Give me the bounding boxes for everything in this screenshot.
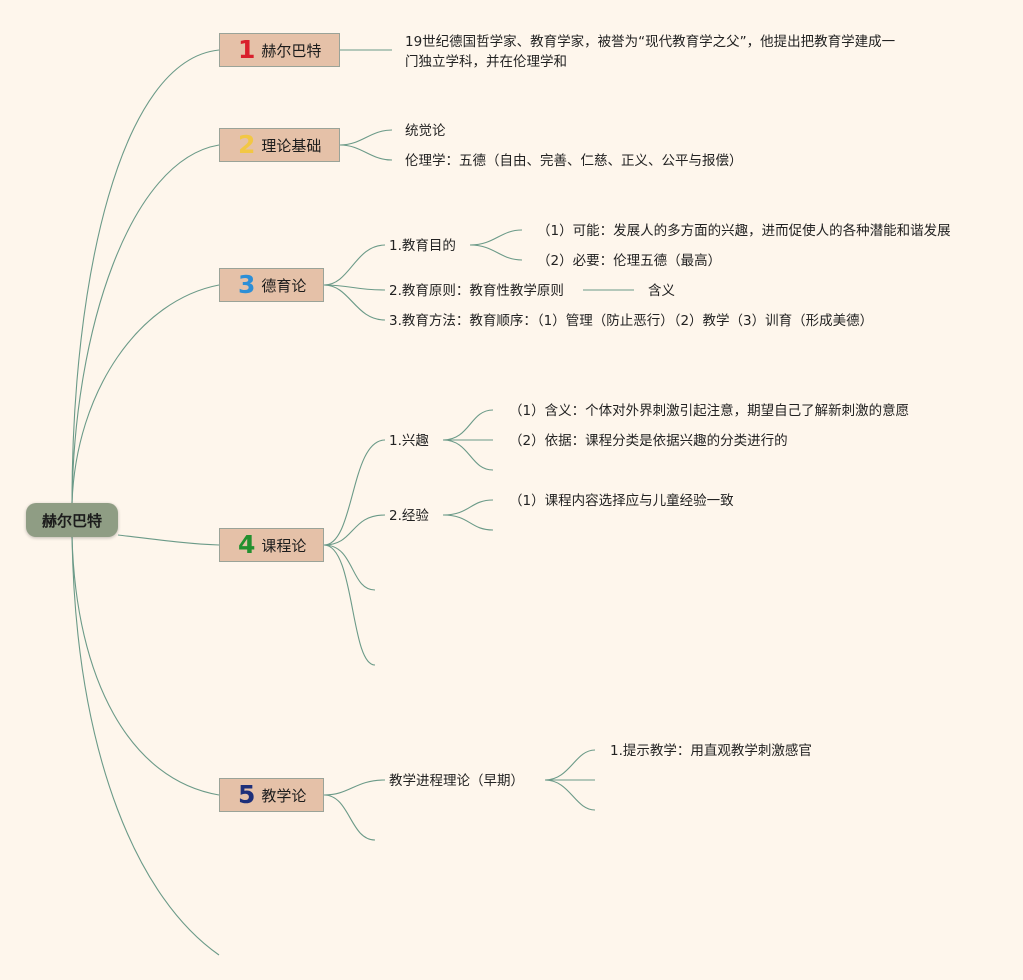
ethics-item: 伦理学：五德（自由、完善、仁慈、正义、公平与报偿） — [405, 153, 743, 169]
aim-item-possible: （1）可能：发展人的多方面的兴趣，进而促使人的各种潜能和谐发展 — [537, 223, 951, 239]
number-badge-1: 1 — [238, 34, 256, 64]
branch-label-3: 德育论 — [261, 276, 307, 295]
aim-item-necessary: （2）必要：伦理五德（最高） — [537, 253, 722, 269]
interest-item-basis: （2）依据：课程分类是依据兴趣的分类进行的 — [509, 433, 788, 449]
apperception-item: 统觉论 — [405, 123, 446, 139]
education-principle-label: 2.教育原则：教育性教学原则 — [389, 283, 564, 299]
education-aim-label: 1.教育目的 — [389, 238, 456, 254]
branch-node-3[interactable]: 3 德育论 — [219, 268, 324, 302]
experience-label: 2.经验 — [389, 508, 429, 524]
teaching-progress-label: 教学进程理论（早期） — [389, 773, 524, 789]
presentation-teaching-item: 1.提示教学：用直观教学刺激感官 — [610, 743, 812, 759]
number-badge-4: 4 — [238, 529, 256, 559]
branch-node-1[interactable]: 1 赫尔巴特 — [219, 33, 340, 67]
herbart-bio-text: 19世纪德国哲学家、教育学家，被誉为“现代教育学之父”，他提出把教育学建成一门独… — [405, 34, 896, 70]
number-badge-5: 5 — [238, 779, 256, 809]
principle-meaning-item: 含义 — [648, 283, 675, 299]
interest-item-meaning: （1）含义：个体对外界刺激引起注意，期望自己了解新刺激的意愿 — [509, 403, 910, 419]
branch-node-4[interactable]: 4 课程论 — [219, 528, 324, 562]
education-method-text: 3.教育方法：教育顺序：（1）管理（防止恶行）（2）教学（3）训育（形成美德） — [389, 313, 874, 329]
branch-label-2: 理论基础 — [261, 136, 322, 155]
interest-label: 1.兴趣 — [389, 433, 429, 449]
branch-label-4: 课程论 — [261, 536, 307, 555]
root-node[interactable]: 赫尔巴特 — [26, 503, 118, 537]
branch-node-5[interactable]: 5 教学论 — [219, 778, 324, 812]
branch-label-1: 赫尔巴特 — [261, 41, 322, 60]
root-label: 赫尔巴特 — [41, 511, 102, 530]
branch-label-5: 教学论 — [261, 786, 307, 805]
experience-item: （1）课程内容选择应与儿童经验一致 — [509, 493, 734, 509]
number-badge-2: 2 — [238, 129, 256, 159]
branch-node-2[interactable]: 2 理论基础 — [219, 128, 340, 162]
number-badge-3: 3 — [238, 269, 256, 299]
